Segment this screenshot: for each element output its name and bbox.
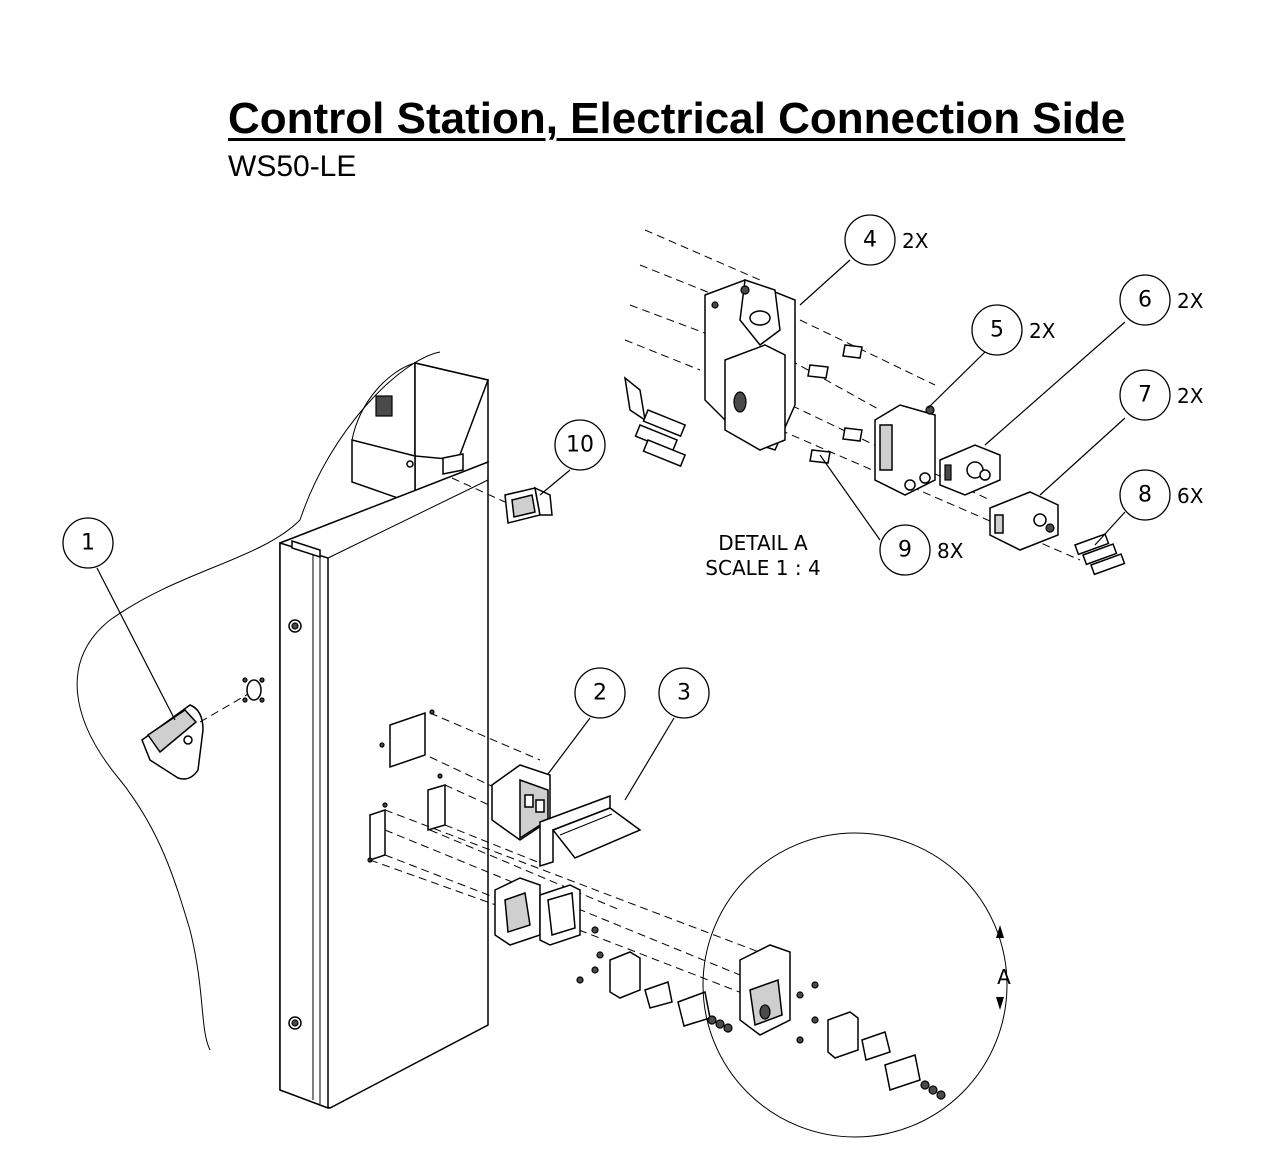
small-connector — [451, 477, 553, 524]
page-title: Control Station, Electrical Connection S… — [228, 94, 1126, 143]
balloon-circle — [62, 517, 114, 569]
cabinet — [279, 362, 490, 1110]
balloon-circle — [554, 419, 606, 471]
balloon-1: 1 — [62, 517, 114, 569]
balloon-number: 3 — [677, 681, 691, 706]
balloon-quantity: 8X — [937, 539, 964, 563]
balloon-number: 5 — [990, 318, 1004, 343]
balloon-circle — [574, 667, 626, 719]
balloon-quantity: 2X — [1177, 289, 1204, 313]
projection-lines-upper — [429, 712, 546, 866]
breakout-outline — [76, 351, 441, 1051]
balloon-circle — [879, 524, 931, 576]
detail-label: DETAIL A — [718, 531, 808, 555]
balloon-number: 1 — [81, 531, 95, 556]
balloon-circle — [1119, 274, 1171, 326]
detail-scale: SCALE 1 : 4 — [705, 556, 820, 580]
balloon-number: 2 — [593, 681, 607, 706]
balloon-8: 8 6X — [1119, 469, 1204, 521]
flip-cover — [539, 794, 642, 868]
cabinet-cutouts — [367, 709, 446, 863]
balloon-callouts: 1 2 3 4 2X 5 2X 6 2X 7 2X 8 6X 9 8X 10 — [62, 214, 1204, 719]
rotary-handle — [141, 677, 265, 780]
balloon-10: 10 — [554, 419, 606, 471]
balloon-quantity: 2X — [902, 229, 929, 253]
detail-marker: A — [997, 965, 1011, 989]
detail-a-drawing — [623, 229, 1126, 576]
balloon-7: 7 2X — [1119, 369, 1204, 421]
balloon-number: 10 — [566, 433, 594, 458]
balloon-circle — [658, 667, 710, 719]
balloon-quantity: 2X — [1177, 384, 1204, 408]
balloon-quantity: 2X — [1029, 319, 1056, 343]
balloon-5: 5 2X — [971, 304, 1056, 356]
top-switch — [375, 395, 393, 417]
balloon-number: 4 — [863, 228, 877, 253]
detail-circle-a — [702, 832, 1008, 1138]
balloon-circle — [844, 214, 896, 266]
balloon-circle — [1119, 469, 1171, 521]
lower-exploded-assembly — [494, 877, 733, 1033]
balloon-4: 4 2X — [844, 214, 929, 266]
balloon-circle — [1119, 369, 1171, 421]
model-number: WS50-LE — [228, 150, 357, 183]
balloon-number: 8 — [1138, 483, 1152, 508]
balloon-number: 9 — [898, 538, 912, 563]
balloon-2: 2 — [574, 667, 626, 719]
balloon-circle — [971, 304, 1023, 356]
balloon-9: 9 8X — [879, 524, 964, 576]
balloon-3: 3 — [658, 667, 710, 719]
balloon-6: 6 2X — [1119, 274, 1204, 326]
balloon-number: 7 — [1138, 383, 1152, 408]
balloon-quantity: 6X — [1177, 484, 1204, 508]
leader-lines — [96, 259, 1126, 801]
balloon-number: 6 — [1138, 288, 1152, 313]
